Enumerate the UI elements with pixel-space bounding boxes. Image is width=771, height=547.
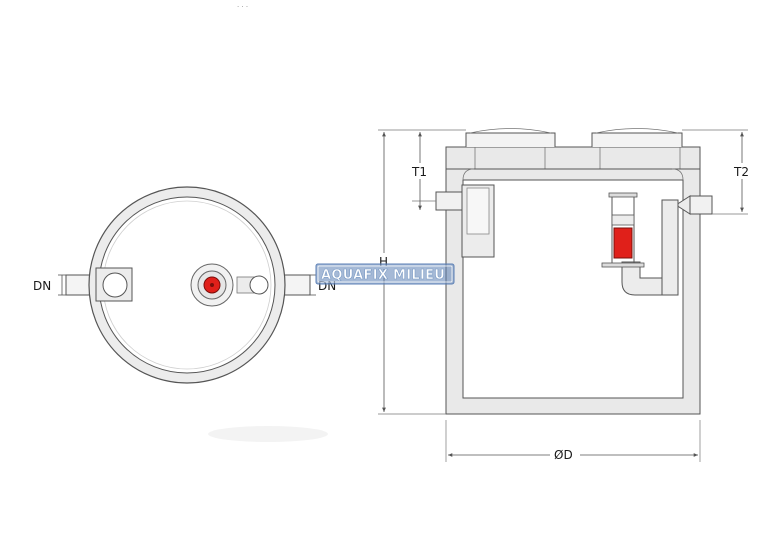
svg-text:AQUAFIX MILIEU: AQUAFIX MILIEU: [321, 268, 445, 283]
lid-left: [465, 132, 556, 147]
tank-walls: [445, 168, 701, 415]
top-view-outlet-circle: [249, 275, 269, 295]
cover-slab: [445, 146, 701, 170]
top-view: [65, 186, 311, 384]
dim-h-label: H: [379, 255, 388, 269]
dn-label-left: DN: [33, 279, 51, 293]
pump-side: [601, 192, 645, 268]
inlet-pipe-icon: [435, 184, 495, 258]
section-view: [435, 128, 713, 415]
outlet-pipe-icon: [621, 195, 713, 296]
dim-t2-label: T2: [733, 165, 749, 179]
top-marks: · · ·: [237, 3, 248, 11]
pump-icon: [190, 263, 234, 307]
lid-right: [591, 132, 683, 147]
watermark-logo: AQUAFIX MILIEU: [315, 263, 455, 285]
dim-d-label: ØD: [554, 448, 573, 462]
dim-t1-label: T1: [411, 165, 427, 179]
